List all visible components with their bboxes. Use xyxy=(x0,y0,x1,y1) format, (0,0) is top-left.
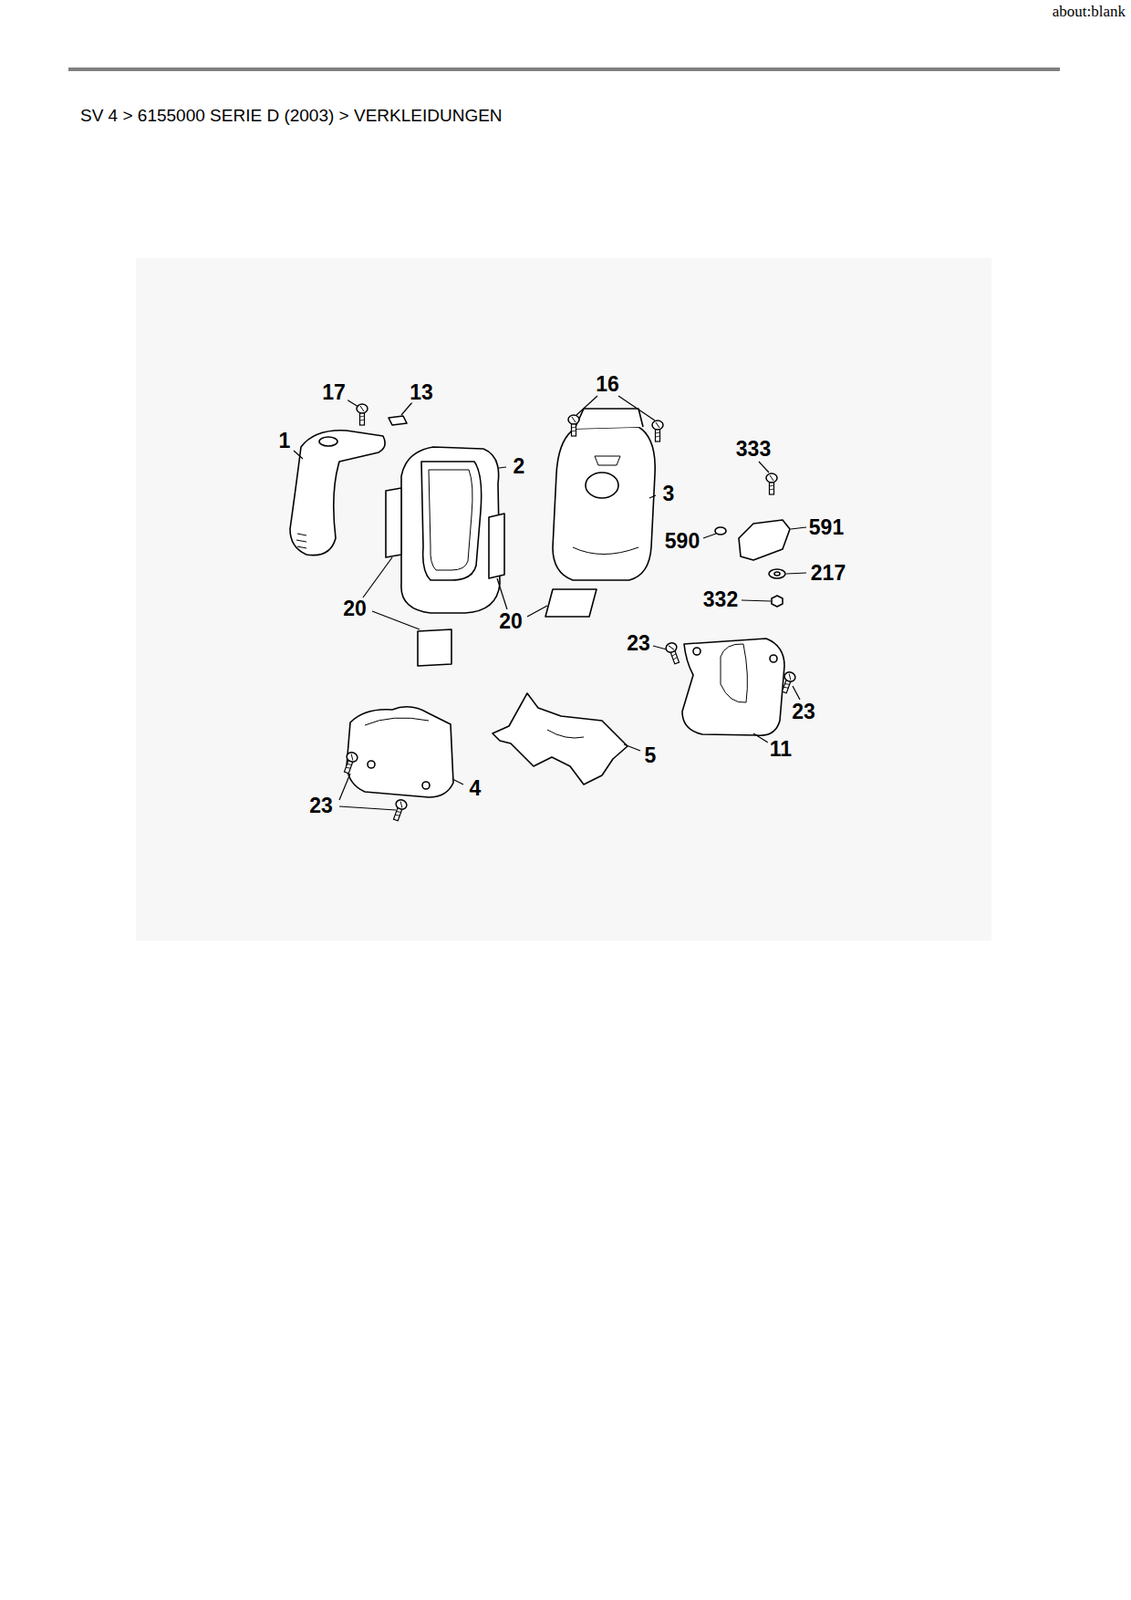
callout-number: 217 xyxy=(809,562,848,584)
callout-number: 332 xyxy=(701,589,740,611)
callout-number: 5 xyxy=(643,745,659,767)
callout-number: 20 xyxy=(497,611,525,633)
callout-number: 17 xyxy=(320,382,348,404)
callout-number: 4 xyxy=(467,778,484,799)
callout-number: 2 xyxy=(511,456,528,478)
header-rule xyxy=(68,67,1060,72)
leader-lines xyxy=(293,395,807,810)
callout-number: 3 xyxy=(661,483,677,505)
callout-number: 13 xyxy=(407,382,436,404)
figure-panel xyxy=(135,258,992,941)
callout-number: 16 xyxy=(593,373,622,395)
callout-number: 590 xyxy=(663,530,702,552)
callout-number: 333 xyxy=(734,438,773,460)
page-url: about:blank xyxy=(1052,3,1126,20)
callout-number: 1 xyxy=(277,430,293,452)
callout-number: 11 xyxy=(767,738,794,760)
callout-number: 20 xyxy=(341,598,369,620)
callout-number: 23 xyxy=(624,632,653,654)
callout-number: 591 xyxy=(807,517,846,539)
callout-number: 23 xyxy=(789,701,818,723)
breadcrumb-title: SV 4 > 6155000 SERIE D (2003) > VERKLEID… xyxy=(80,106,503,125)
callout-number: 23 xyxy=(307,795,335,817)
